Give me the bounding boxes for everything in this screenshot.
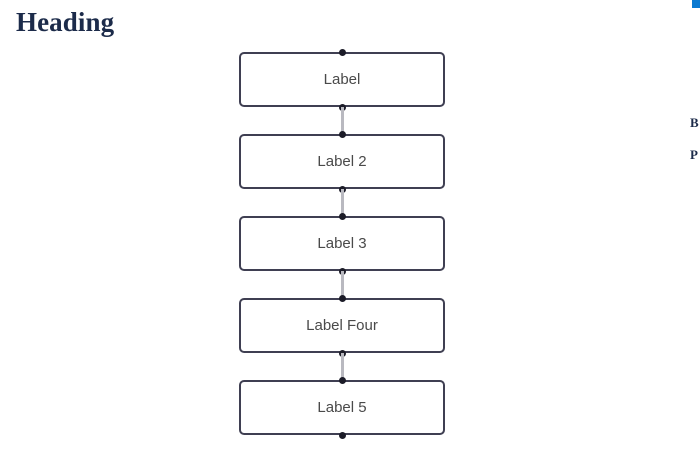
flow-node[interactable]: Label [239, 48, 445, 111]
accent-bar [692, 0, 700, 8]
clipped-label-b: B [690, 115, 699, 130]
flow-connector [239, 353, 445, 380]
flow-node-label: Label Four [306, 317, 378, 334]
connector-line [340, 271, 344, 298]
connector-anchor-top-icon[interactable] [338, 212, 346, 220]
page-title: Heading [16, 7, 115, 37]
flow-node-label: Label 2 [317, 153, 367, 170]
flow-node-label: Label 5 [317, 399, 367, 416]
connector-anchor-top-icon[interactable] [338, 376, 346, 384]
connector-anchor-top-icon[interactable] [338, 48, 346, 56]
flow-node-label: Label 3 [317, 235, 367, 252]
flow-connector [239, 189, 445, 216]
connector-anchor-top-icon[interactable] [338, 294, 346, 302]
flow-node[interactable]: Label 3 [239, 212, 445, 275]
flow-node[interactable]: Label Four [239, 294, 445, 357]
flow-node[interactable]: Label 5 [239, 376, 445, 439]
connector-line [340, 189, 344, 216]
flow-connector [239, 107, 445, 134]
connector-anchor-bottom-icon[interactable] [338, 431, 346, 439]
flow-node[interactable]: Label 2 [239, 130, 445, 193]
flow-node-label: Label [323, 71, 361, 88]
clipped-label-p: P [690, 147, 698, 162]
connector-line [340, 107, 344, 134]
flowchart: Label Label 2 Label 3 Label Four [239, 48, 445, 439]
connector-anchor-top-icon[interactable] [338, 130, 346, 138]
flow-connector [239, 271, 445, 298]
connector-line [340, 353, 344, 380]
